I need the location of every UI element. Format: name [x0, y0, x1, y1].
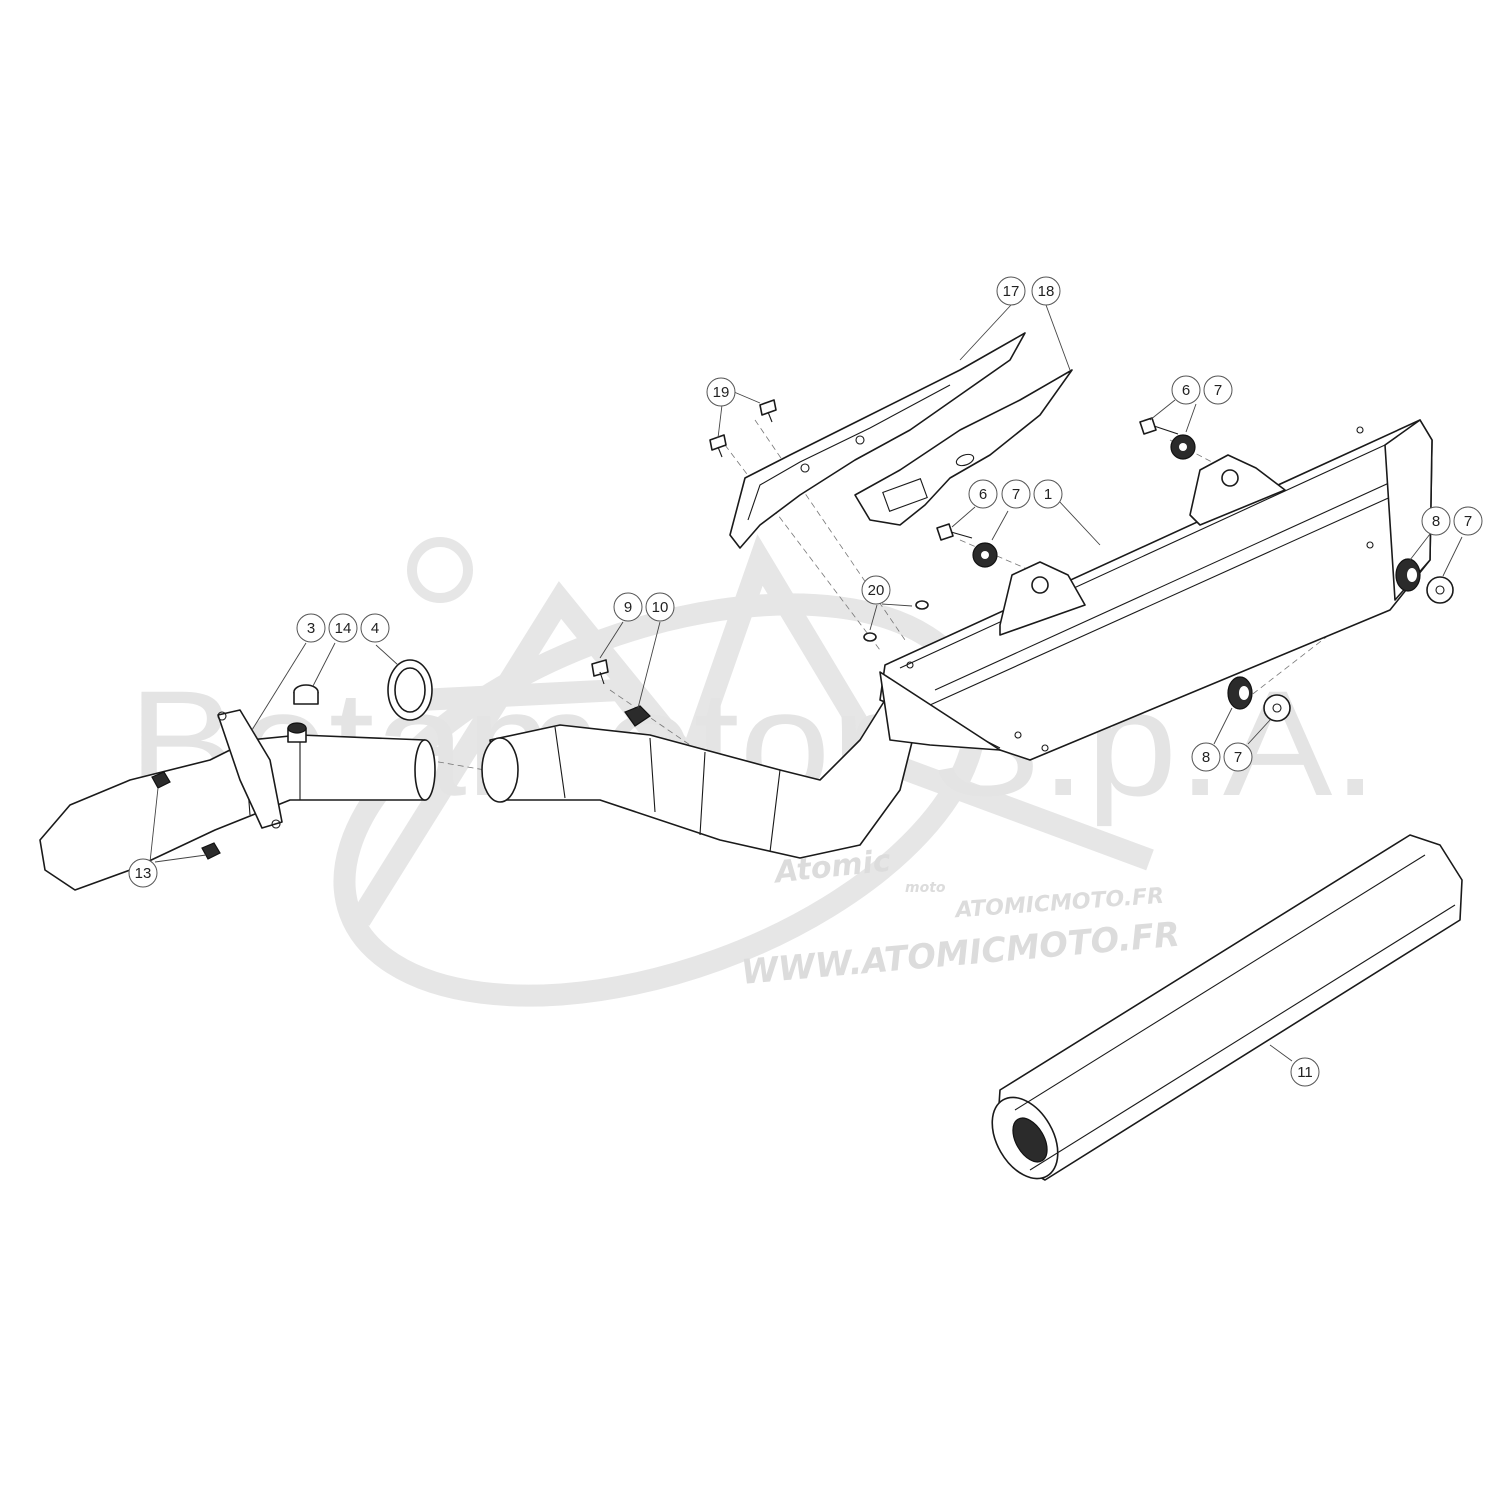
washer-7-c [1426, 576, 1454, 604]
grommet-8-a [1395, 558, 1421, 592]
callout-c20: 20 [861, 575, 891, 605]
callout-c11: 11 [1290, 1057, 1320, 1087]
nut-13-a [151, 771, 171, 789]
gasket-ring-4 [387, 659, 433, 721]
callout-c13: 13 [128, 858, 158, 888]
callout-circle [1203, 375, 1233, 405]
callout-circle [613, 592, 643, 622]
heat-shield-gasket [854, 369, 1073, 526]
insulation-tube [991, 834, 1463, 1181]
callout-number: 7 [1234, 749, 1242, 766]
grommet-8-b [1227, 676, 1253, 710]
callout-circle [968, 479, 998, 509]
callout-circle [996, 276, 1026, 306]
bolt-6-a [1139, 417, 1179, 435]
callout-number: 6 [1182, 382, 1190, 399]
callout-c8b: 8 [1191, 742, 1221, 772]
washer-20-a [915, 600, 929, 610]
callout-c18: 18 [1031, 276, 1061, 306]
callout-circle [1033, 479, 1063, 509]
clip-10 [624, 705, 651, 727]
header-flange [217, 709, 283, 829]
bolt-9 [591, 659, 609, 685]
nut-13-b [201, 842, 221, 860]
muffler [879, 419, 1433, 761]
callout-circle [1191, 742, 1221, 772]
callout-c7a: 7 [1203, 375, 1233, 405]
callout-c7d: 7 [1223, 742, 1253, 772]
callout-c7b: 7 [1001, 479, 1031, 509]
muffler-bracket-front [999, 561, 1086, 636]
washer-7-b [972, 542, 998, 568]
callout-number: 10 [652, 599, 669, 616]
callout-number: 7 [1012, 486, 1020, 503]
header-pipe [39, 709, 436, 891]
collector-cone [879, 671, 1001, 751]
callout-c19: 19 [706, 377, 736, 407]
callout-c7c: 7 [1453, 506, 1483, 536]
callout-circle [296, 613, 326, 643]
callout-circle [706, 377, 736, 407]
callout-c9: 9 [613, 592, 643, 622]
callout-number: 17 [1003, 283, 1020, 300]
callout-number: 9 [624, 599, 632, 616]
callout-number: 6 [979, 486, 987, 503]
callout-number: 7 [1214, 382, 1222, 399]
callout-c10: 10 [645, 592, 675, 622]
bolt-19-b [709, 434, 727, 458]
leader-lines [149, 304, 1463, 1062]
washer-20-b [863, 632, 877, 642]
bolt-19-a [759, 399, 777, 423]
callout-c8a: 8 [1421, 506, 1451, 536]
callout-number: 19 [713, 384, 730, 401]
callout-circle [1001, 479, 1031, 509]
callout-number: 8 [1432, 513, 1440, 530]
callout-circle [645, 592, 675, 622]
watermark-site-top: ATOMICMOTO.FR [953, 884, 1165, 924]
link-pipe-inlet [481, 737, 519, 803]
callout-number: 1 [1044, 486, 1052, 503]
callout-number: 4 [371, 620, 379, 637]
callout-number: 13 [135, 865, 152, 882]
callout-c14: 14 [328, 613, 358, 643]
link-pipe [481, 671, 1001, 859]
callout-c6a: 6 [1171, 375, 1201, 405]
callout-c6b: 6 [968, 479, 998, 509]
callout-circle [1290, 1057, 1320, 1087]
callout-number: 11 [1297, 1064, 1313, 1081]
callout-circle [128, 858, 158, 888]
insulation-tube-body [997, 834, 1463, 1181]
callout-number: 8 [1202, 749, 1210, 766]
callout-number: 3 [307, 620, 315, 637]
watermark-logo-sub: moto [905, 880, 946, 896]
callout-circle [861, 575, 891, 605]
bolt-6-b [936, 523, 973, 541]
callout-circle [360, 613, 390, 643]
callout-circle [1453, 506, 1483, 536]
callout-circle [1223, 742, 1253, 772]
callout-circle [1031, 276, 1061, 306]
hardware [151, 399, 1454, 860]
callout-c17: 17 [996, 276, 1026, 306]
callout-c4: 4 [360, 613, 390, 643]
heat-shield [729, 332, 1073, 549]
washer-7-a [1170, 434, 1196, 460]
callout-number: 20 [868, 582, 885, 599]
muffler-bracket-rear [1189, 454, 1286, 526]
callout-circle [328, 613, 358, 643]
callout-c1: 1 [1033, 479, 1063, 509]
callout-number: 14 [335, 620, 352, 637]
callout-number: 18 [1038, 283, 1055, 300]
callout-number: 7 [1464, 513, 1472, 530]
cap-14 [293, 684, 319, 705]
heat-shield-body [729, 332, 1026, 549]
callout-circle [1171, 375, 1201, 405]
callout-circle [1421, 506, 1451, 536]
callout-c3: 3 [296, 613, 326, 643]
muffler-endcap [1384, 419, 1433, 601]
washer-7-d [1263, 694, 1291, 722]
